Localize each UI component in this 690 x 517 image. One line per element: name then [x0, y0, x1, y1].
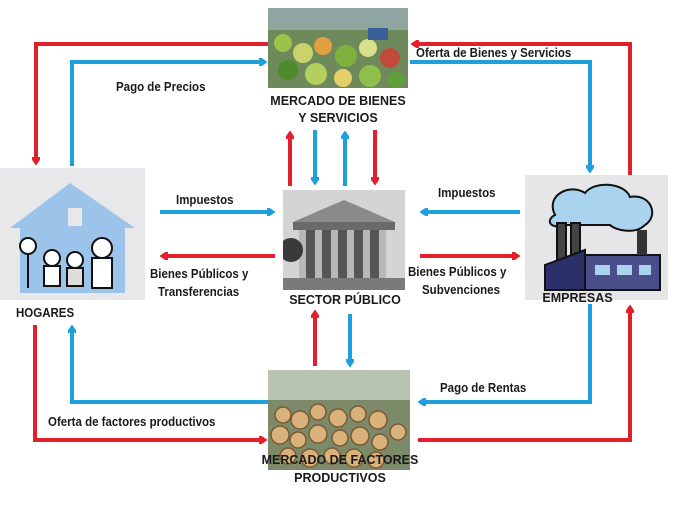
- market-factors-label-line1: MERCADO DE FACTORES: [261, 453, 419, 467]
- market-goods-label-line2: Y SERVICIOS: [298, 111, 378, 125]
- arrow-households-supply-factors: [33, 325, 264, 440]
- arrow-firms-supply-goods: [414, 44, 632, 232]
- arrow-rents-to-households: [72, 328, 268, 404]
- market-factors-label-line2: PRODUCTIVOS: [294, 471, 386, 485]
- flow-label-bienes-subvenciones-2: Subvenciones: [422, 283, 500, 297]
- flow-label-oferta-bienes: Oferta de Bienes y Servicios: [416, 46, 572, 60]
- market-goods-label-line1: MERCADO DE BIENES: [270, 94, 406, 108]
- firms-label: EMPRESAS: [542, 291, 613, 305]
- market-stall-photo: [268, 8, 408, 88]
- flow-label-pago-rentas: Pago de Rentas: [440, 381, 527, 395]
- log-pile-photo: [268, 370, 410, 470]
- flow-label-oferta-factores: Oferta de factores productivos: [48, 415, 216, 429]
- arrow-market-payment-to-firms: [410, 60, 590, 170]
- flow-label-bienes-transferencias-2: Transferencias: [158, 285, 240, 299]
- flow-label-bienes-subvenciones-1: Bienes Públicos y: [408, 265, 507, 279]
- parliament-building-photo: [283, 190, 405, 290]
- households-label: HOGARES: [16, 306, 75, 320]
- flow-label-pago-precios: Pago de Precios: [116, 80, 206, 94]
- arrow-factors-to-firms: [418, 308, 630, 442]
- flow-label-impuestos-hogares: Impuestos: [176, 193, 234, 207]
- arrow-households-payment-prices: [70, 62, 264, 166]
- factory-clipart: [525, 175, 668, 300]
- arrow-market-to-households-goods: [36, 42, 268, 162]
- flow-label-impuestos-empresas: Impuestos: [438, 186, 496, 200]
- flow-label-bienes-transferencias-1: Bienes Públicos y: [150, 267, 249, 281]
- family-house-clipart: [0, 168, 145, 300]
- arrow-firms-pay-rents: [421, 304, 592, 402]
- public-sector-label: SECTOR PÚBLICO: [289, 293, 401, 307]
